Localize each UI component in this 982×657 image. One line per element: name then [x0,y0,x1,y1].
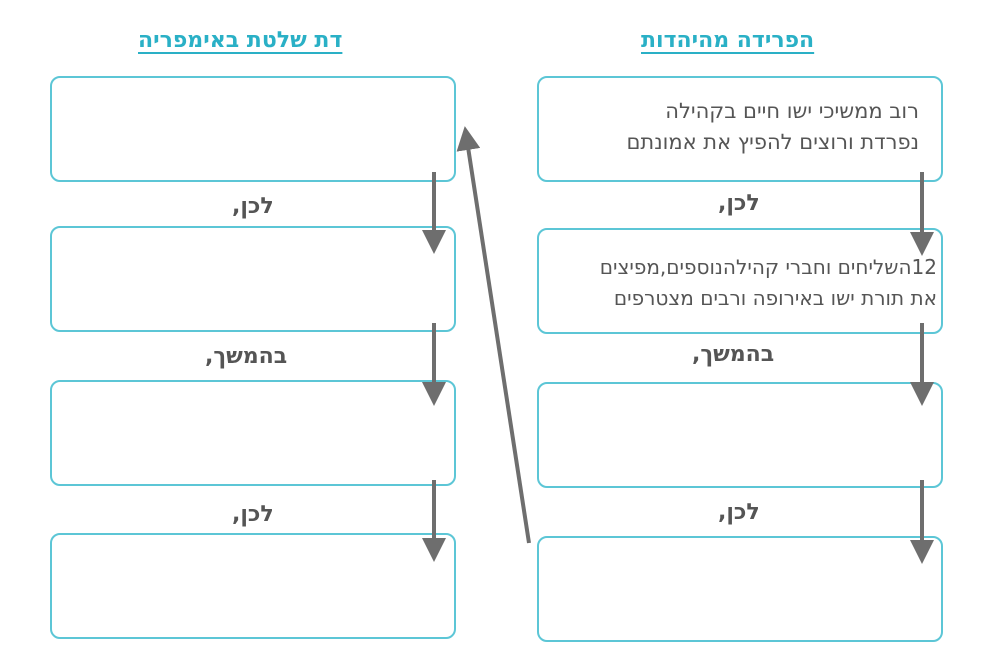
right-connector-3: לכן, [718,500,760,525]
left-box-3[interactable] [50,380,456,486]
right-box-1-line-2: נפרדת ורוצים להפיץ את אמונתם [626,130,919,154]
left-box-2[interactable] [50,226,456,332]
right-connector-1: לכן, [718,191,760,216]
left-connector-3: לכן, [232,502,274,527]
right-box-2-line-1: 12השליחים וחברי קהילהנוספים,מפיצים [599,255,937,279]
left-connector-2: בהמשך, [205,344,288,369]
left-column-title: דת שלטת באימפריה [138,28,343,53]
right-box-3[interactable] [537,382,943,488]
right-box-1[interactable]: רוב ממשיכי ישו חיים בקהילה נפרדת ורוצים … [537,76,943,182]
right-box-2-line-2: את תורת ישו באירופה ורבים מצטרפים [613,286,937,310]
right-box-2[interactable]: 12השליחים וחברי קהילהנוספים,מפיצים את תו… [537,228,943,334]
right-box-1-line-1: רוב ממשיכי ישו חיים בקהילה [665,99,919,123]
left-box-1[interactable] [50,76,456,182]
cross-arrow [456,126,531,544]
right-box-2-text: 12השליחים וחברי קהילהנוספים,מפיצים את תו… [543,252,937,314]
left-box-4[interactable] [50,533,456,639]
right-connector-2: בהמשך, [692,342,775,367]
right-box-4[interactable] [537,536,943,642]
right-box-1-text: רוב ממשיכי ישו חיים בקהילה נפרדת ורוצים … [549,96,919,158]
left-connector-1: לכן, [232,194,274,219]
right-column-title: הפרידה מהיהדות [641,28,815,53]
